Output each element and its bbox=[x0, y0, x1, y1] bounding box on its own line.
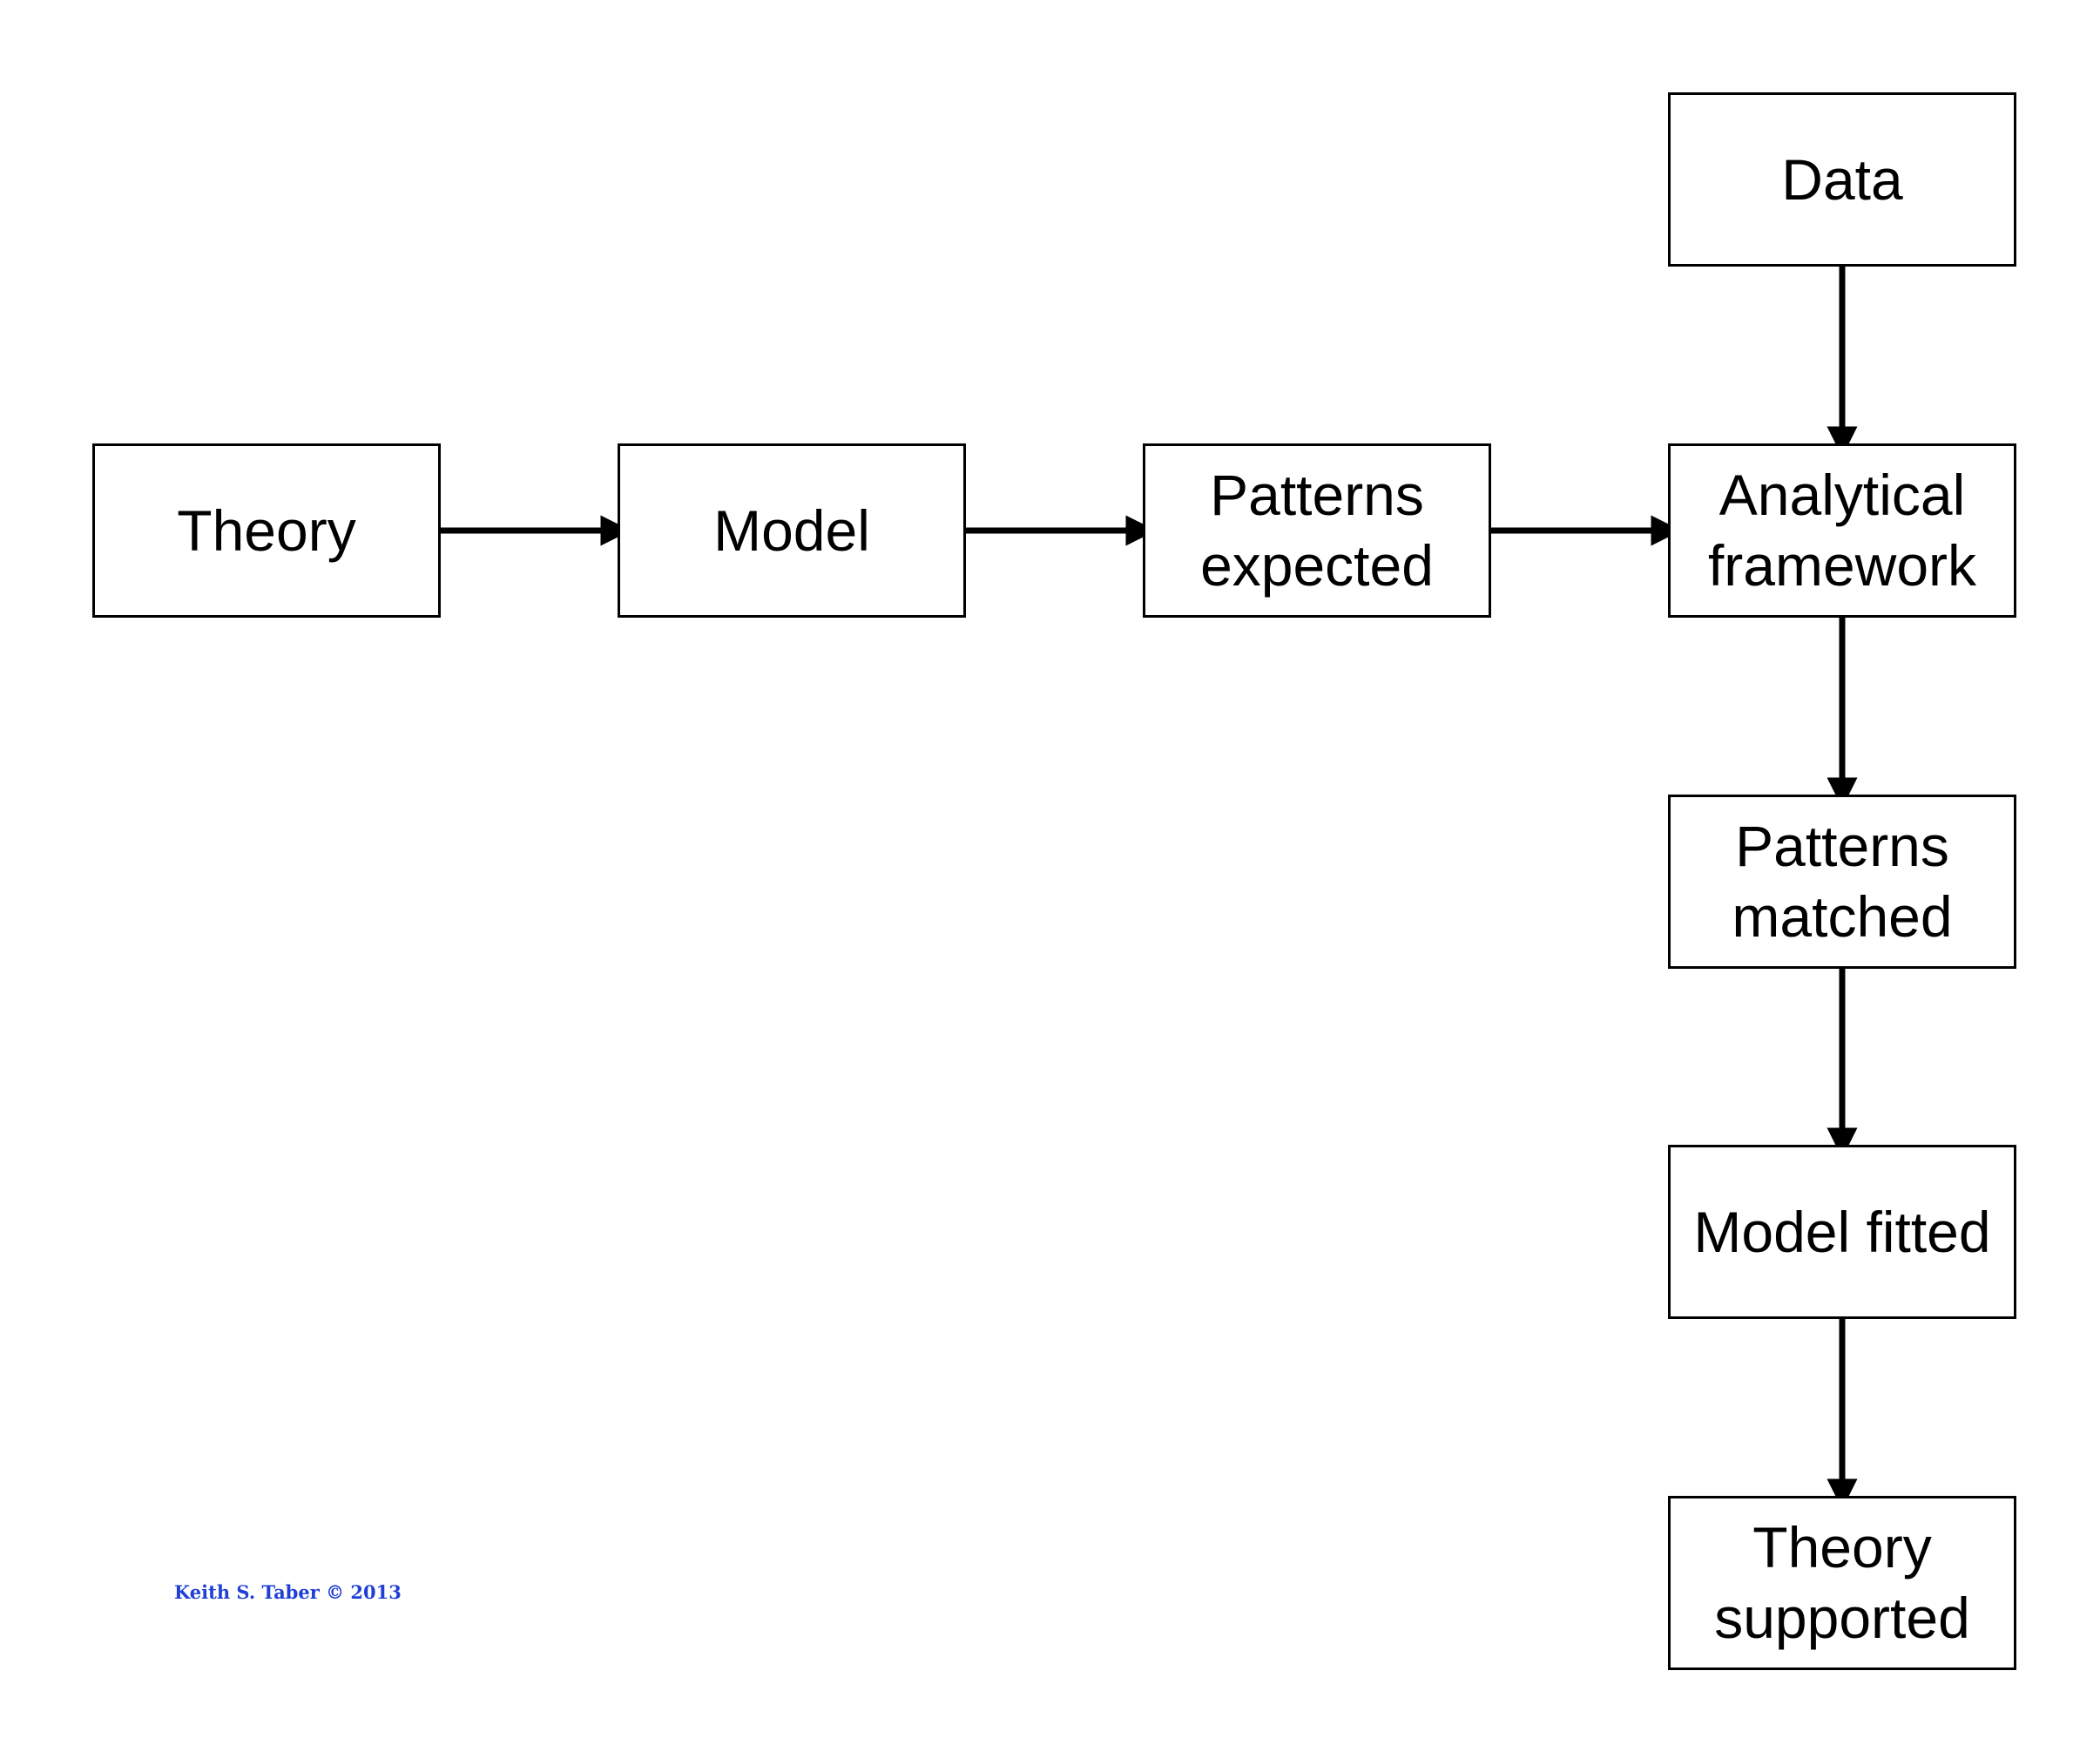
node-patterns-matched: Patterns matched bbox=[1668, 795, 2016, 969]
node-model: Model bbox=[618, 443, 966, 618]
node-model-fitted-label: Model fitted bbox=[1693, 1199, 1991, 1264]
node-patterns-matched-label: Patterns matched bbox=[1732, 814, 1953, 949]
node-model-fitted: Model fitted bbox=[1668, 1145, 2016, 1319]
node-analytical-framework: Analytical framework bbox=[1668, 443, 2016, 618]
node-data: Data bbox=[1668, 92, 2016, 267]
node-theory: Theory bbox=[92, 443, 441, 618]
node-analytical-framework-label: Analytical framework bbox=[1707, 463, 1977, 598]
node-theory-label: Theory bbox=[177, 497, 356, 563]
node-theory-supported: Theory supported bbox=[1668, 1496, 2016, 1670]
node-theory-supported-label: Theory supported bbox=[1714, 1515, 1970, 1650]
node-patterns-expected-label: Patterns expected bbox=[1200, 463, 1434, 598]
node-model-label: Model bbox=[713, 497, 870, 563]
node-data-label: Data bbox=[1781, 146, 1903, 212]
node-patterns-expected: Patterns expected bbox=[1143, 443, 1491, 618]
copyright-credit: Keith S. Taber © 2013 bbox=[174, 1581, 402, 1603]
